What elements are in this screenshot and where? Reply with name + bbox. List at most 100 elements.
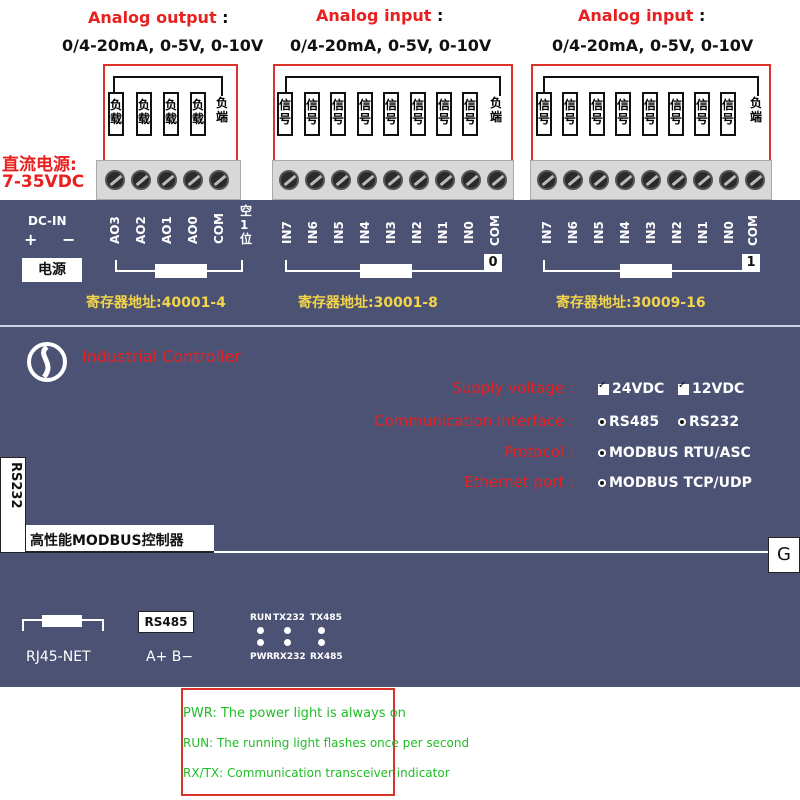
- pin-label: AO3: [108, 216, 122, 244]
- screw-terminal[interactable]: [615, 170, 635, 190]
- input1-group-bar: [360, 264, 412, 278]
- load-resistor: 负载: [108, 92, 124, 136]
- led-rx232: [284, 639, 291, 646]
- legend-line-pwr: PWR: The power light is always on: [183, 706, 406, 721]
- signal-resistor: 信号: [720, 92, 736, 136]
- rs232-label: RS232: [8, 462, 23, 509]
- screw-terminal[interactable]: [563, 170, 583, 190]
- pin-label: IN5: [332, 221, 346, 244]
- led-run: [257, 627, 264, 634]
- load-resistor: 负载: [190, 92, 206, 136]
- output-terminal-strip: [96, 160, 241, 200]
- screw-terminal[interactable]: [693, 170, 713, 190]
- spec-option: RS232: [678, 414, 739, 430]
- spec-option: MODBUS TCP/UDP: [598, 475, 752, 491]
- pin-label: IN1: [696, 221, 710, 244]
- pin-label: IN1: [436, 221, 450, 244]
- screw-terminal[interactable]: [357, 170, 377, 190]
- spec-label-protocol: Protocol :: [503, 443, 574, 461]
- plus-label: +: [24, 230, 38, 249]
- negative-terminal-label: 负端: [750, 96, 763, 124]
- spec-option: 24VDC: [598, 380, 664, 397]
- screw-terminal[interactable]: [131, 170, 151, 190]
- rj45-label: RJ45-NET: [26, 649, 91, 665]
- screw-terminal[interactable]: [409, 170, 429, 190]
- pin-label: IN7: [540, 221, 554, 244]
- brand-title: Industrial Controller: [82, 347, 241, 366]
- signal-resistor: 信号: [304, 92, 320, 136]
- signal-resistor: 信号: [330, 92, 346, 136]
- analog-input-header-2: Analog input :: [578, 6, 706, 25]
- rs485-pins: A+ B−: [146, 649, 194, 665]
- output-group-bar: [155, 264, 207, 278]
- screw-terminal[interactable]: [667, 170, 687, 190]
- pin-label: IN0: [722, 221, 736, 244]
- led-label-run: RUN: [250, 613, 272, 623]
- pin-label: AO2: [134, 216, 148, 244]
- screw-terminal[interactable]: [487, 170, 507, 190]
- signal-resistor: 信号: [694, 92, 710, 136]
- rs485-port[interactable]: RS485: [138, 611, 194, 633]
- screw-terminal[interactable]: [589, 170, 609, 190]
- swirl-logo-icon: [26, 341, 68, 383]
- legend-line-rxtx: RX/TX: Communication transceiver indicat…: [183, 766, 450, 780]
- pin-label: IN2: [410, 221, 424, 244]
- load-resistor: 负载: [163, 92, 179, 136]
- ground-terminal[interactable]: G: [768, 537, 800, 573]
- screw-terminal[interactable]: [157, 170, 177, 190]
- group-number-0: 0: [484, 254, 502, 272]
- screw-terminal[interactable]: [641, 170, 661, 190]
- load-resistor: 负载: [136, 92, 152, 136]
- signal-resistor: 信号: [562, 92, 578, 136]
- signal-resistor: 信号: [277, 92, 293, 136]
- screw-terminal[interactable]: [105, 170, 125, 190]
- dc-in-label: DC-IN: [28, 214, 67, 228]
- pin-label: IN3: [384, 221, 398, 244]
- screw-terminal[interactable]: [279, 170, 299, 190]
- negative-terminal-label: 负端: [490, 96, 503, 124]
- negative-terminal-label: 负端: [216, 96, 229, 124]
- analog-input-header-1: Analog input :: [316, 6, 444, 25]
- screw-terminal[interactable]: [209, 170, 229, 190]
- group-number-1: 1: [742, 254, 760, 272]
- pin-label: COM: [746, 215, 760, 246]
- led-label-rx485: RX485: [310, 652, 343, 662]
- analog-input-range-2: 0/4-20mA, 0-5V, 0-10V: [552, 36, 754, 55]
- pin-label: IN6: [566, 221, 580, 244]
- led-rx485: [318, 639, 325, 646]
- rs232-port[interactable]: RS232: [0, 457, 26, 553]
- spec-option: RS485: [598, 414, 659, 430]
- analog-output-wiring: [103, 64, 238, 164]
- led-label-pwr: PWR: [250, 652, 274, 662]
- led-label-rx232: RX232: [273, 652, 306, 662]
- pin-label: IN4: [358, 221, 372, 244]
- screw-terminal[interactable]: [435, 170, 455, 190]
- pin-label: IN3: [644, 221, 658, 244]
- pin-label: IN6: [306, 221, 320, 244]
- screw-terminal[interactable]: [331, 170, 351, 190]
- input2-group-bar: [620, 264, 672, 278]
- signal-resistor: 信号: [436, 92, 452, 136]
- pin-label: IN7: [280, 221, 294, 244]
- led-label-tx232: TX232: [273, 613, 305, 623]
- terminal-label-panel: DC-IN + − 电源 AO3 AO2 AO1 AO0 COM 空1位 IN7…: [0, 200, 800, 325]
- screw-terminal[interactable]: [719, 170, 739, 190]
- screw-terminal[interactable]: [383, 170, 403, 190]
- screw-terminal[interactable]: [183, 170, 203, 190]
- legend-line-run: RUN: The running light flashes once per …: [183, 736, 470, 750]
- dc-power-voltage: 7-35VDC: [2, 172, 85, 192]
- model-name: 高性能MODBUS控制器: [30, 533, 184, 549]
- pin-label: IN4: [618, 221, 632, 244]
- screw-terminal[interactable]: [745, 170, 765, 190]
- screw-terminal[interactable]: [305, 170, 325, 190]
- spec-option: 12VDC: [678, 380, 744, 397]
- analog-input-range-1: 0/4-20mA, 0-5V, 0-10V: [290, 36, 492, 55]
- dc-power-title: 直流电源:: [2, 155, 77, 175]
- rj45-port-icon[interactable]: [22, 615, 104, 633]
- pin-label: AO1: [160, 216, 174, 244]
- signal-resistor: 信号: [357, 92, 373, 136]
- screw-terminal[interactable]: [537, 170, 557, 190]
- spec-label-supply: Supply voltage :: [452, 379, 574, 397]
- led-tx485: [318, 627, 325, 634]
- screw-terminal[interactable]: [461, 170, 481, 190]
